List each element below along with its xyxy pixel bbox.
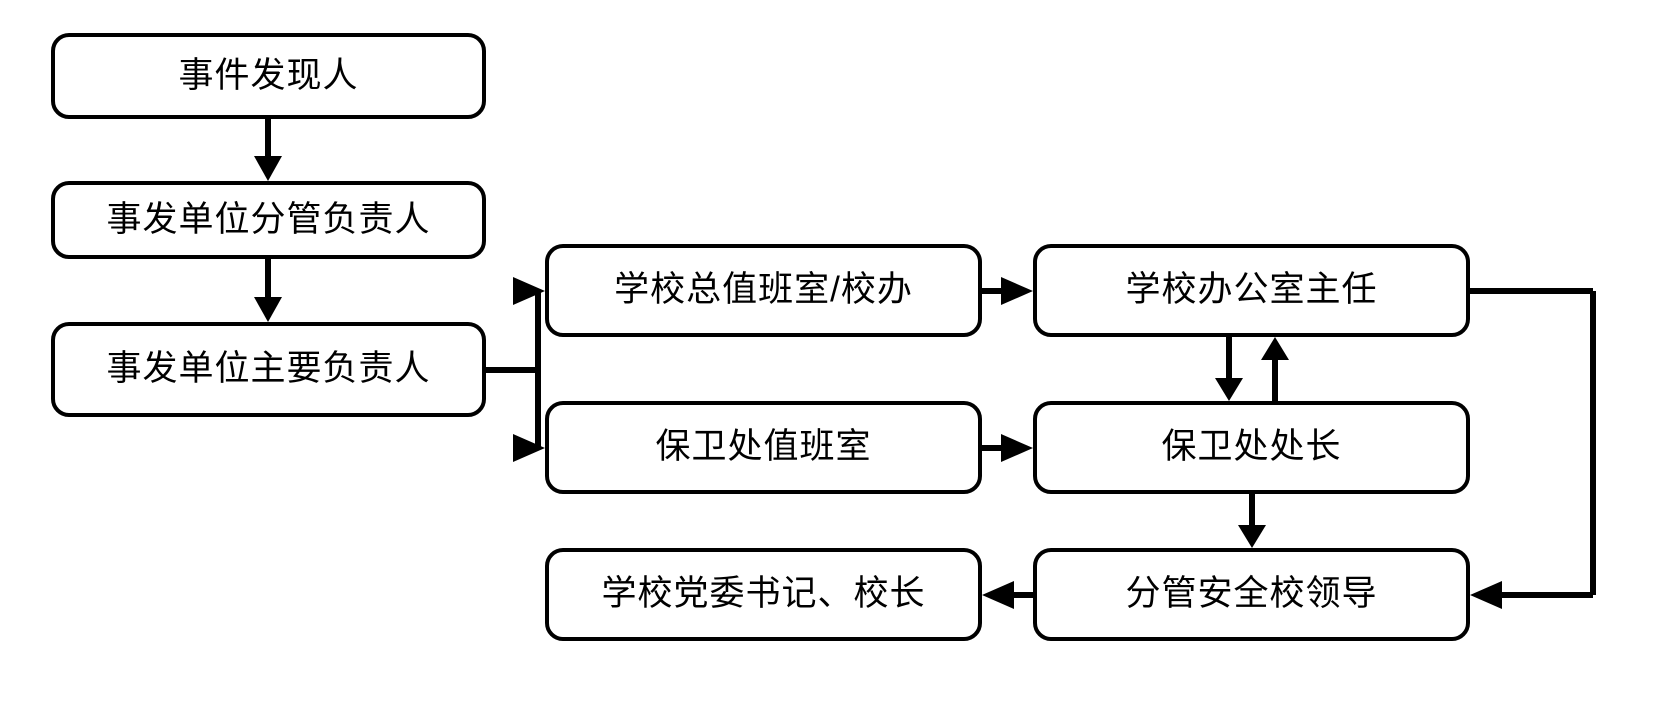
node-school-office-director[interactable]: 学校办公室主任 xyxy=(1033,244,1470,337)
edge-main-to-security-room xyxy=(513,434,545,462)
node-label-discoverer: 事件发现人 xyxy=(178,55,359,95)
node-safety-school-leader[interactable]: 分管安全校领导 xyxy=(1033,548,1470,641)
node-label-unit-deputy-head: 事发单位分管负责人 xyxy=(106,199,431,239)
edge-security-head-to-director xyxy=(1261,337,1289,401)
node-party-secretary-principal[interactable]: 学校党委书记、校长 xyxy=(545,548,982,641)
node-label-school-office-director: 学校办公室主任 xyxy=(1125,270,1378,310)
edge-director-to-security-head xyxy=(1215,337,1243,401)
edge-main-to-duty-office xyxy=(513,277,545,305)
edge-duty-office-to-director xyxy=(982,277,1033,305)
edge-security-head-to-safety-leader xyxy=(1238,494,1266,548)
node-unit-main-head[interactable]: 事发单位主要负责人 xyxy=(51,322,486,417)
node-label-security-dept-head: 保卫处处长 xyxy=(1161,427,1342,467)
node-security-dept-head[interactable]: 保卫处处长 xyxy=(1033,401,1470,494)
edge-main-split-branch xyxy=(486,288,541,448)
node-label-party-secretary-principal: 学校党委书记、校长 xyxy=(601,574,926,614)
node-security-duty-room[interactable]: 保卫处值班室 xyxy=(545,401,982,494)
node-unit-deputy-head[interactable]: 事发单位分管负责人 xyxy=(51,181,486,259)
node-label-security-duty-room: 保卫处值班室 xyxy=(655,427,872,467)
node-label-safety-school-leader: 分管安全校领导 xyxy=(1125,574,1378,614)
edge-security-room-to-head xyxy=(982,434,1033,462)
node-label-school-duty-office: 学校总值班室/校办 xyxy=(614,270,913,310)
edge-discoverer-to-deputy xyxy=(254,119,282,181)
edge-deputy-to-main xyxy=(254,259,282,322)
edge-safety-leader-to-secretary xyxy=(982,581,1033,609)
edge-director-to-safety-leader xyxy=(1470,288,1596,609)
node-discoverer[interactable]: 事件发现人 xyxy=(51,33,486,119)
node-label-unit-main-head: 事发单位主要负责人 xyxy=(106,349,431,389)
node-school-duty-office[interactable]: 学校总值班室/校办 xyxy=(545,244,982,337)
